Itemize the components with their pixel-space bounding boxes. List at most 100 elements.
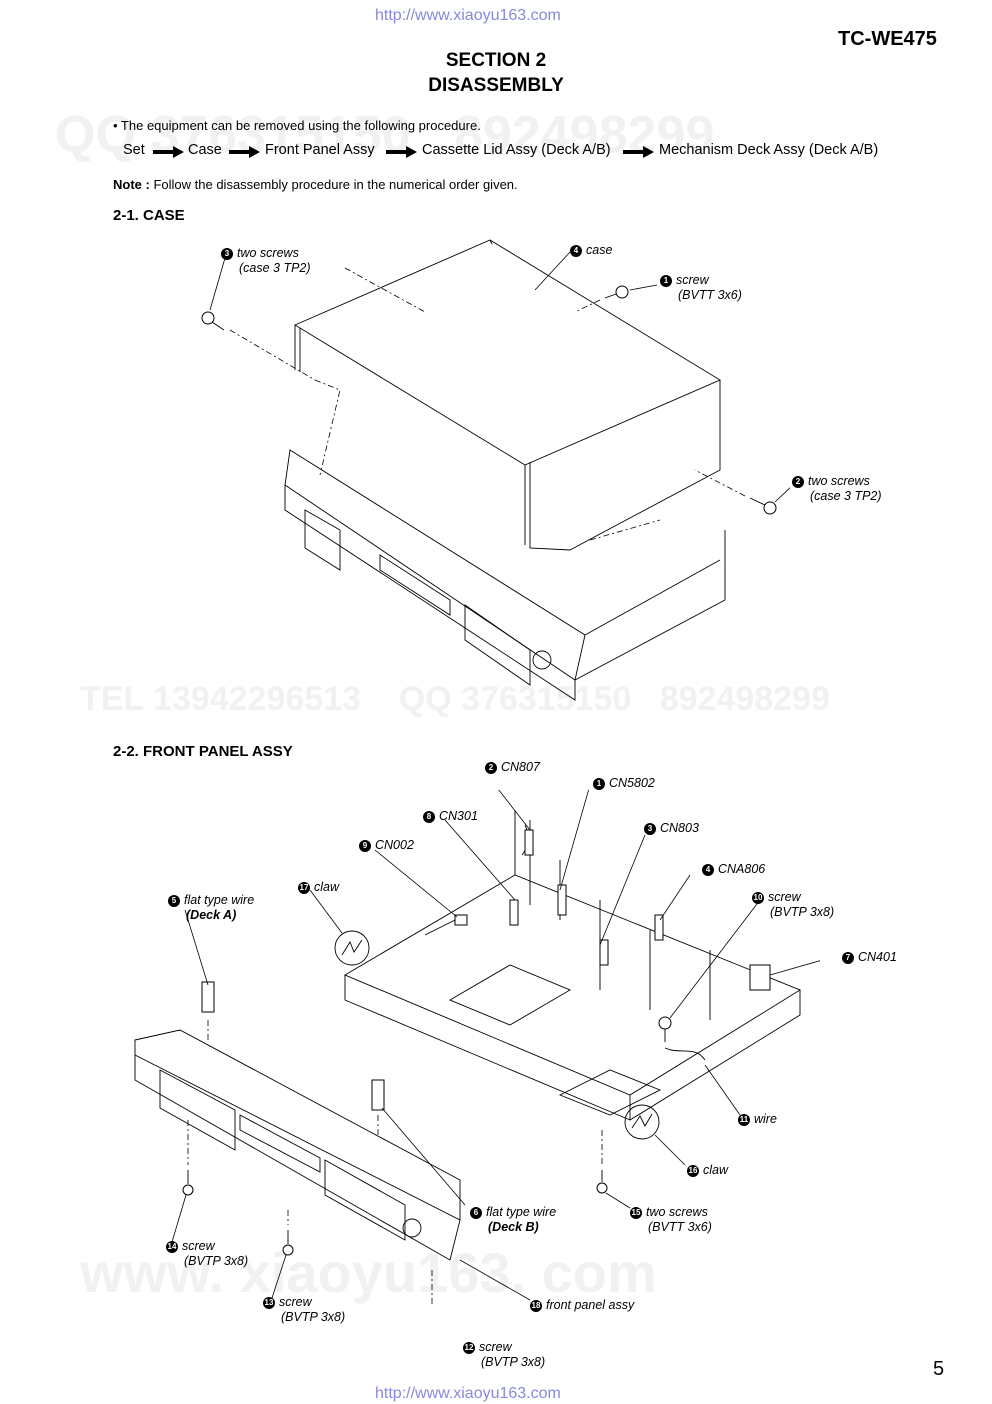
label-case-1: 1 screw (BVTT 3x6) [660,273,742,303]
label-cna806: 4 CNA806 [702,862,765,877]
flow-step-cassette-lid: Cassette Lid Assy (Deck A/B) [422,142,611,158]
step-badge: 1 [593,778,605,790]
flow-step-front-panel: Front Panel Assy [265,142,375,158]
label-spec: (BVTT 3x6) [648,1220,712,1234]
label-spec: (case 3 TP2) [810,489,882,503]
front-section-title: 2-2. FRONT PANEL ASSY [113,743,293,760]
step-badge: 4 [702,864,714,876]
note-text: Follow the disassembly procedure in the … [153,177,518,192]
label-text: screw [676,273,709,287]
screw-13-icon [282,1230,294,1256]
label-text: two screws [237,246,299,260]
label-text: two screws [808,474,870,488]
label-cn5802: 1 CN5802 [593,776,655,791]
label-wire-6: 6 flat type wire (Deck B) [470,1205,556,1235]
label-text: screw [182,1239,215,1253]
flow-step-case: Case [188,142,222,158]
screw-1-icon [604,285,629,299]
step-badge: 14 [166,1241,178,1253]
flow-arrow-icon [153,146,184,158]
step-badge: 8 [423,811,435,823]
label-screw-15: 15 two screws (BVTT 3x6) [630,1205,712,1235]
label-claw-16: 16 claw [687,1163,728,1178]
watermark-tel: TEL 13942296513 QQ 376315150 892498299 [80,680,830,718]
step-badge: 10 [752,892,764,904]
watermark-site: www. xiaoyu163. com [80,1241,657,1304]
bottom-url[interactable]: http://www.xiaoyu163.com [375,1385,561,1402]
step-badge: 15 [630,1207,642,1219]
label-text: CN807 [501,760,540,774]
label-text: claw [314,880,340,894]
flow-step-set: Set [123,142,145,158]
flow-arrow-icon [229,146,260,158]
step-badge: 12 [463,1342,475,1354]
label-text: wire [754,1112,777,1126]
step-badge: 9 [359,840,371,852]
step-badge: 17 [298,882,310,894]
label-spec: (case 3 TP2) [239,261,311,275]
label-text: claw [703,1163,729,1177]
step-badge: 7 [842,952,854,964]
case-section-title: 2-1. CASE [113,207,185,224]
label-cn807: 2 CN807 [485,760,540,775]
label-spec: (BVTP 3x8) [184,1254,249,1268]
label-spec: (BVTP 3x8) [770,905,835,919]
page-number: 5 [933,1358,945,1380]
intro-bullet: • The equipment can be removed using the… [113,118,481,133]
flow-step-mechanism-deck: Mechanism Deck Assy (Deck A/B) [659,142,879,158]
note-label: Note : [113,177,150,192]
label-wire-11: 11 wire [738,1112,777,1127]
screw-10-icon [658,1016,672,1042]
top-url[interactable]: http://www.xiaoyu163.com [375,7,561,24]
label-spec: (BVTP 3x8) [481,1355,546,1369]
label-claw-17: 17 claw [298,880,339,895]
label-text: CNA806 [718,862,766,876]
label-spec: (Deck B) [488,1220,539,1234]
label-screw-14: 14 screw (BVTP 3x8) [166,1239,248,1269]
label-text: CN301 [439,809,478,823]
label-spec: (BVTT 3x6) [678,288,742,302]
label-text: screw [479,1340,512,1354]
step-badge: 5 [168,895,180,907]
step-badge: 6 [470,1207,482,1219]
claw-16-icon [624,1104,660,1140]
label-text: front panel assy [546,1298,635,1312]
label-spec: (BVTP 3x8) [281,1310,346,1324]
section-title: DISASSEMBLY [428,75,564,96]
step-badge: 4 [570,245,582,257]
label-text: CN5802 [609,776,655,790]
screw-14-icon [182,1170,194,1196]
flow-arrow-icon [386,146,417,158]
label-text: screw [279,1295,312,1309]
step-badge: 1 [660,275,672,287]
claw-17-icon [334,930,370,966]
label-cn002: 9 CN002 [359,838,414,853]
label-text: flat type wire [486,1205,557,1219]
label-text: two screws [646,1205,708,1219]
note: Note : Follow the disassembly procedure … [113,177,518,192]
step-badge: 11 [738,1114,750,1126]
label-text: CN401 [858,950,897,964]
label-text: screw [768,890,801,904]
step-badge: 2 [485,762,497,774]
step-badge: 3 [644,823,656,835]
front-panel-diagram [134,790,820,1305]
label-text: flat type wire [184,893,255,907]
label-screw-10: 10 screw (BVTP 3x8) [752,890,834,920]
label-screw-12: 12 screw (BVTP 3x8) [463,1340,545,1370]
label-front-panel-18: 18 front panel assy [530,1298,634,1313]
step-badge: 16 [687,1165,699,1177]
screw-2-icon [749,497,777,515]
case-diagram [201,239,790,701]
step-badge: 18 [530,1300,542,1312]
label-text: case [586,243,613,257]
label-spec: (Deck A) [186,908,237,922]
label-text: CN002 [375,838,414,852]
screw-3-icon [201,311,225,331]
watermark-qq: QQ 376315150 892498299 [55,106,715,164]
label-cn401: 7 CN401 [842,950,897,965]
model-number: TC-WE475 [838,28,937,50]
